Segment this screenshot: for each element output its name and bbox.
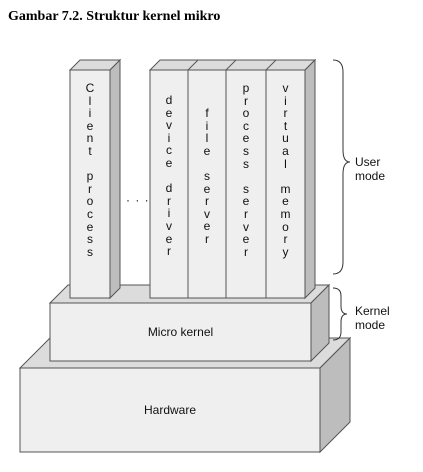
label-char: y bbox=[282, 244, 289, 259]
label-char: i bbox=[205, 118, 209, 133]
ellipsis: · · · bbox=[126, 193, 150, 207]
label-char: e bbox=[242, 232, 250, 247]
client-process-side bbox=[109, 58, 121, 300]
label-char: t bbox=[88, 143, 92, 158]
label-char: i bbox=[167, 206, 171, 221]
process-server-face bbox=[225, 69, 267, 299]
microkernel-label: Micro kernel bbox=[147, 325, 214, 339]
label-char: f bbox=[205, 106, 209, 120]
kernel-mode-brace bbox=[332, 287, 348, 341]
user-mode-line-1: User bbox=[355, 155, 381, 169]
top-divider-1 bbox=[187, 59, 199, 71]
label-char: c bbox=[87, 206, 93, 221]
label-char: r bbox=[283, 232, 288, 247]
label-char: e bbox=[165, 155, 173, 170]
label-char: r bbox=[205, 194, 209, 209]
label-char: o bbox=[242, 106, 250, 121]
label-char: e bbox=[165, 231, 173, 246]
top-divider-3 bbox=[265, 59, 277, 71]
label-char: e bbox=[86, 118, 94, 133]
label-char: C bbox=[85, 81, 95, 95]
label-char: u bbox=[282, 131, 289, 146]
label-char: r bbox=[205, 231, 209, 246]
label-char: e bbox=[203, 143, 211, 158]
label-char: m bbox=[280, 181, 291, 196]
label-char: s bbox=[243, 181, 249, 196]
label-char: s bbox=[243, 156, 249, 171]
label-char: r bbox=[244, 244, 248, 259]
label-char: d bbox=[165, 93, 173, 107]
device-driver-face bbox=[149, 69, 189, 299]
label-char: v bbox=[204, 206, 210, 221]
label-char: r bbox=[283, 106, 288, 121]
label-char: t bbox=[283, 118, 288, 133]
label-char: e bbox=[203, 181, 211, 196]
hardware-face bbox=[19, 367, 321, 453]
label-char: l bbox=[205, 131, 209, 146]
label-char: i bbox=[167, 130, 171, 145]
kernel-mode-line-2: mode bbox=[355, 318, 386, 332]
label-char: i bbox=[284, 93, 287, 108]
label-char: e bbox=[282, 194, 289, 209]
hardware-label: Hardware bbox=[143, 403, 197, 417]
label-char: p bbox=[86, 169, 94, 184]
server-group-top bbox=[148, 59, 317, 71]
label-char: s bbox=[87, 232, 93, 247]
label-char: c bbox=[166, 143, 172, 158]
label-char: o bbox=[86, 194, 94, 209]
label-char: v bbox=[166, 118, 172, 133]
label-char: o bbox=[282, 219, 289, 234]
label-char: v bbox=[166, 218, 172, 233]
label-char: e bbox=[86, 219, 94, 234]
label-char: e bbox=[203, 219, 211, 234]
label-char: r bbox=[244, 206, 248, 221]
kernel-mode-label: Kernel mode bbox=[355, 304, 390, 332]
figure-caption: Gambar 7.2. Struktur kernel mikro bbox=[8, 9, 221, 24]
label-char: l bbox=[88, 93, 92, 108]
label-char: v bbox=[243, 219, 249, 234]
user-mode-brace bbox=[332, 59, 351, 275]
top-divider-2 bbox=[225, 59, 237, 71]
user-mode-label: User mode bbox=[355, 155, 385, 183]
label-char: a bbox=[282, 143, 289, 158]
label-char: r bbox=[88, 181, 92, 196]
label-char: e bbox=[242, 131, 250, 146]
label-char: r bbox=[167, 193, 171, 208]
label-char: n bbox=[86, 131, 94, 146]
file-server-face bbox=[187, 69, 227, 299]
label-char: e bbox=[242, 194, 250, 209]
label-char: r bbox=[167, 244, 171, 259]
label-char: s bbox=[243, 143, 249, 158]
label-char: c bbox=[243, 118, 249, 133]
label-char: v bbox=[282, 81, 289, 95]
microkernel-face bbox=[49, 302, 312, 362]
label-char: s bbox=[204, 168, 210, 183]
virtual-memory-face bbox=[265, 69, 306, 299]
server-group bbox=[148, 58, 317, 300]
kernel-mode-line-1: Kernel bbox=[355, 304, 390, 318]
label-char: e bbox=[165, 105, 173, 120]
label-char: d bbox=[165, 181, 173, 196]
label-char: i bbox=[88, 106, 92, 121]
label-char: r bbox=[244, 93, 248, 108]
label-char: l bbox=[284, 156, 287, 171]
client-process-column bbox=[68, 58, 122, 300]
label-char: s bbox=[87, 244, 93, 259]
user-mode-line-2: mode bbox=[355, 169, 386, 183]
client-process-face bbox=[69, 69, 111, 299]
label-char: m bbox=[280, 206, 291, 221]
label-char: p bbox=[242, 81, 250, 95]
server-group-side bbox=[304, 58, 316, 300]
